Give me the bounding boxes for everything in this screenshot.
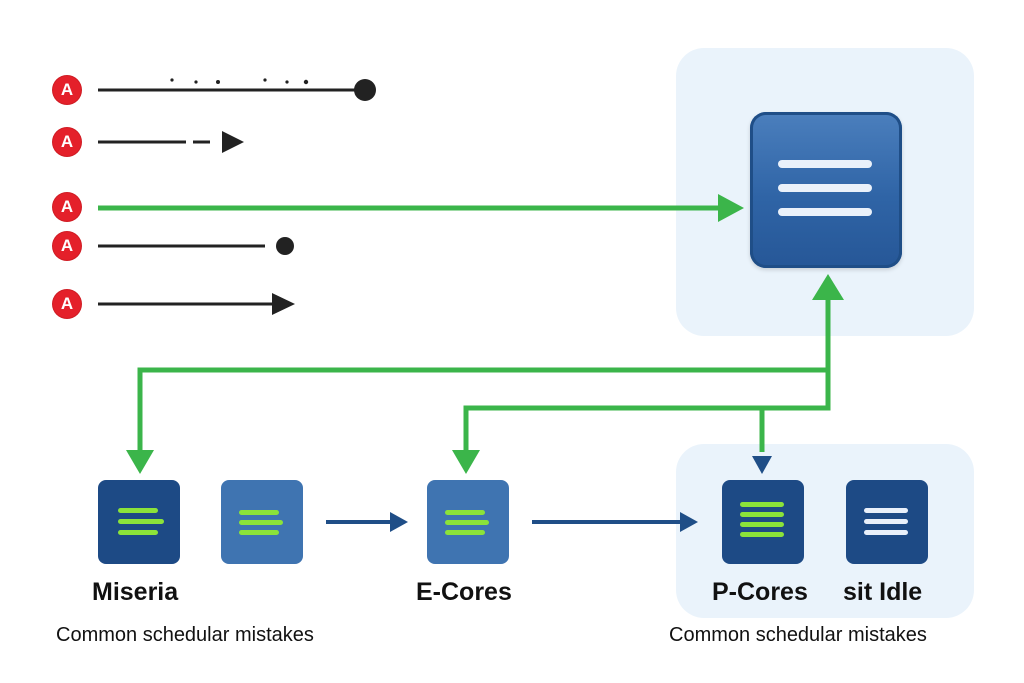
miseria-core-tile[interactable] <box>98 480 180 564</box>
list-line-icon <box>445 520 489 525</box>
p-cores-tile[interactable] <box>722 480 804 564</box>
flow-line-5-arrowhead <box>272 293 295 315</box>
list-line-icon <box>118 508 158 513</box>
flow-line-1-end-dot <box>354 79 376 101</box>
list-line-icon <box>740 502 784 507</box>
green-arrow-up-to-target-arrowhead <box>812 274 844 300</box>
sit-idle-label: sit Idle <box>843 578 923 606</box>
left-caption: Common schedular mistakes <box>56 624 314 646</box>
right-caption: Common schedular mistakes <box>669 624 927 646</box>
miseria-label: Miseria <box>92 578 179 606</box>
list-line-icon <box>864 530 908 535</box>
source-marker[interactable]: A <box>53 128 81 156</box>
green-path-to-miseria <box>137 300 831 452</box>
menu-line-icon <box>778 160 872 168</box>
intermediate-core-tile[interactable] <box>221 480 303 564</box>
list-line-icon <box>445 530 485 535</box>
navy-arrow-2-head <box>680 512 698 532</box>
green-path-to-ecores-arrowhead <box>452 450 480 474</box>
navy-arrowhead-into-pcores <box>752 456 772 474</box>
list-line-icon <box>740 532 784 537</box>
list-line-icon <box>445 510 485 515</box>
menu-line-icon <box>778 184 872 192</box>
sit-idle-tile[interactable] <box>846 480 928 564</box>
source-marker[interactable]: A <box>53 193 81 221</box>
list-line-icon <box>864 508 908 513</box>
list-line-icon <box>740 512 784 517</box>
source-marker[interactable]: A <box>53 290 81 318</box>
e-cores-tile[interactable] <box>427 480 509 564</box>
list-line-icon <box>239 510 279 515</box>
flow-line-2-arrowhead <box>222 131 244 153</box>
source-marker[interactable]: A <box>53 232 81 260</box>
list-line-icon <box>239 530 279 535</box>
flow-line-3-arrowhead <box>718 194 744 222</box>
p-cores-label: P-Cores <box>712 578 808 606</box>
list-line-icon <box>239 520 283 525</box>
list-line-icon <box>740 522 784 527</box>
list-line-icon <box>118 530 158 535</box>
list-line-icon <box>118 519 164 524</box>
green-path-to-miseria-arrowhead <box>126 450 154 474</box>
menu-line-icon <box>778 208 872 216</box>
green-path-to-ecores <box>463 370 831 452</box>
source-marker[interactable]: A <box>53 76 81 104</box>
list-line-icon <box>864 519 908 524</box>
flow-line-1-dots <box>170 78 309 85</box>
flow-line-4-end-dot <box>276 237 294 255</box>
e-cores-label: E-Cores <box>416 578 512 606</box>
scheduler-target-tile[interactable] <box>750 112 902 268</box>
navy-arrow-1-head <box>390 512 408 532</box>
